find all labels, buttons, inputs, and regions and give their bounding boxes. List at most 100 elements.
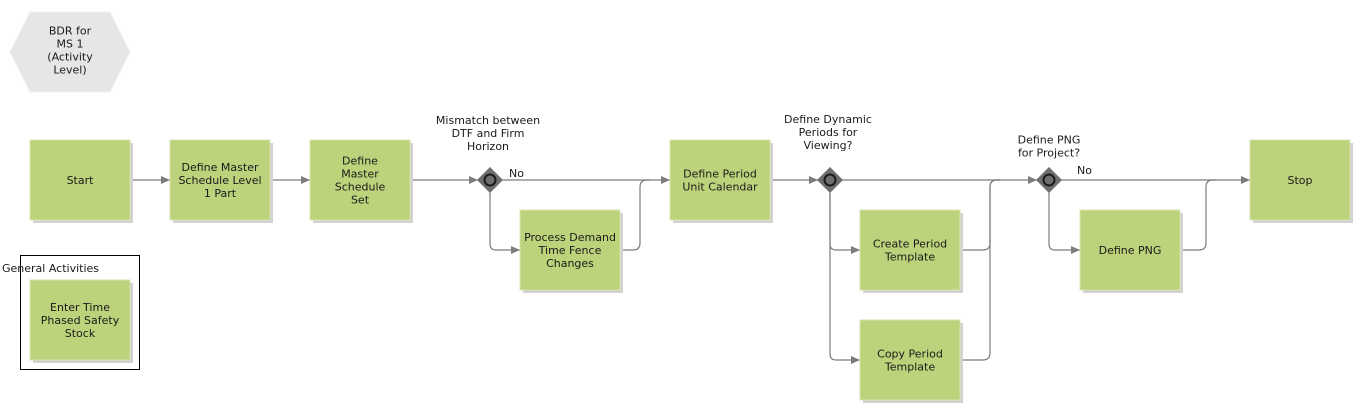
activity-label-create-period-template-line: Create Period xyxy=(873,238,947,251)
activity-label-copy-period-template-line: Template xyxy=(884,361,935,374)
title-hexagon-shape xyxy=(9,11,131,93)
edge-copy-to-merge xyxy=(960,179,1000,361)
activity-box xyxy=(1079,209,1181,291)
general-activities-group: General Activities xyxy=(2,255,140,370)
activity-label-stop: Stop xyxy=(1287,174,1312,187)
edge-process-to-merge xyxy=(620,179,650,251)
gateway-marker xyxy=(1042,173,1056,187)
activity-box xyxy=(669,139,771,221)
edge-label-mismatch-no: No xyxy=(509,167,524,180)
activity-start[interactable]: Start xyxy=(29,139,133,223)
gateway-png[interactable] xyxy=(1036,167,1062,193)
edge-mismatch-to-process xyxy=(489,192,520,251)
diagram-title-line: MS 1 xyxy=(57,38,84,51)
edge-dynamic-to-create xyxy=(829,192,860,251)
gateway-dynamic-periods[interactable] xyxy=(817,167,843,193)
activity-label-create-period-template-line: Template xyxy=(884,251,935,264)
activity-label-enter-time-phased-safety-stock-line: Enter Time xyxy=(50,301,110,314)
edge-define-png-to-merge xyxy=(1180,179,1216,251)
activity-box xyxy=(859,209,961,291)
edge-create-to-merge xyxy=(960,179,1000,251)
activity-label-enter-time-phased-safety-stock-line: Phased Safety xyxy=(41,314,120,327)
edge-mismatch-no-arrowhead xyxy=(661,176,670,184)
gateway-diamond xyxy=(817,167,843,193)
group-frame xyxy=(20,255,140,370)
activity-label-define-master-schedule-level-1-part-line: Schedule Level xyxy=(178,174,261,187)
activity-label-copy-period-template-line: Copy Period xyxy=(877,348,943,361)
activity-label-define-master-schedule-set-line: Master xyxy=(341,168,379,181)
gateway-question-png-line: for Project? xyxy=(1018,147,1080,160)
activity-label-define-master-schedule-set-line: Schedule xyxy=(335,181,386,194)
activity-label-enter-time-phased-safety-stock-line: Stock xyxy=(65,327,96,340)
activity-label-start-line: Start xyxy=(67,174,95,187)
edge-png-to-define xyxy=(1048,192,1080,251)
gateway-question-dynamic-periods-line: Viewing? xyxy=(804,139,853,152)
activity-label-define-period-unit-calendar-line: Define Period xyxy=(683,168,757,181)
activity-stop[interactable]: Stop xyxy=(1249,139,1353,223)
edge-dynamic-to-copy-arrowhead xyxy=(851,356,860,364)
activity-label-process-demand-time-fence-changes-line: Process Demand xyxy=(524,231,616,244)
edge-mismatch-to-process-arrowhead xyxy=(511,246,520,254)
gateway-question-mismatch-line: Mismatch between xyxy=(436,114,540,127)
gateway-diamond xyxy=(477,167,503,193)
activity-label-process-demand-time-fence-changes-line: Time Fence xyxy=(538,244,602,257)
diagram-title-line: Level) xyxy=(53,64,86,77)
activity-label-define-master-schedule-set-line: Define xyxy=(342,155,378,168)
gateway-mismatch[interactable] xyxy=(477,167,503,193)
connectors xyxy=(130,176,1250,364)
diagram-title-line: BDR for xyxy=(49,25,92,38)
edge-dynamic-to-copy xyxy=(829,192,860,361)
edge-png-to-define-arrowhead xyxy=(1071,246,1080,254)
gateway-marker xyxy=(483,173,497,187)
activity-label-define-png: Define PNG xyxy=(1099,244,1162,257)
activity-label-process-demand-time-fence-changes-line: Changes xyxy=(546,257,594,270)
edge-set-to-mismatch-arrowhead xyxy=(469,176,478,184)
activity-box xyxy=(1249,139,1351,221)
gateway-diamond xyxy=(1036,167,1062,193)
activity-label-define-period-unit-calendar-line: Unit Calendar xyxy=(682,181,758,194)
activity-label-define-master-schedule-level-1-part-line: Define Master xyxy=(182,161,259,174)
activity-box xyxy=(29,279,131,361)
edge-start-to-level1-arrowhead xyxy=(161,176,170,184)
group-label: General Activities xyxy=(2,262,99,275)
activity-label-define-master-schedule-set-line: Set xyxy=(351,194,370,207)
gateway-question-png-line: Define PNG xyxy=(1018,134,1081,147)
activity-box xyxy=(519,209,621,291)
activity-label-define-png-line: Define PNG xyxy=(1099,244,1162,257)
activity-box xyxy=(169,139,271,221)
gateway-question-mismatch-line: DTF and Firm xyxy=(452,127,525,140)
edge-png-no-arrowhead xyxy=(1241,176,1250,184)
activity-box xyxy=(29,139,131,221)
edge-level1-to-set-arrowhead xyxy=(301,176,310,184)
activity-label-stop-line: Stop xyxy=(1287,174,1312,187)
activity-define-png[interactable]: Define PNG xyxy=(1079,209,1183,293)
activity-box xyxy=(309,139,411,221)
diagram-title-line: (Activity xyxy=(47,51,93,64)
activity-box xyxy=(859,319,961,401)
edge-dynamic-no-arrowhead xyxy=(1028,176,1037,184)
activity-label-start: Start xyxy=(67,174,95,187)
gateway-question-mismatch-line: Horizon xyxy=(467,140,509,153)
edge-label-png-no: No xyxy=(1077,164,1092,177)
edge-calendar-to-dynamic-arrowhead xyxy=(809,176,818,184)
